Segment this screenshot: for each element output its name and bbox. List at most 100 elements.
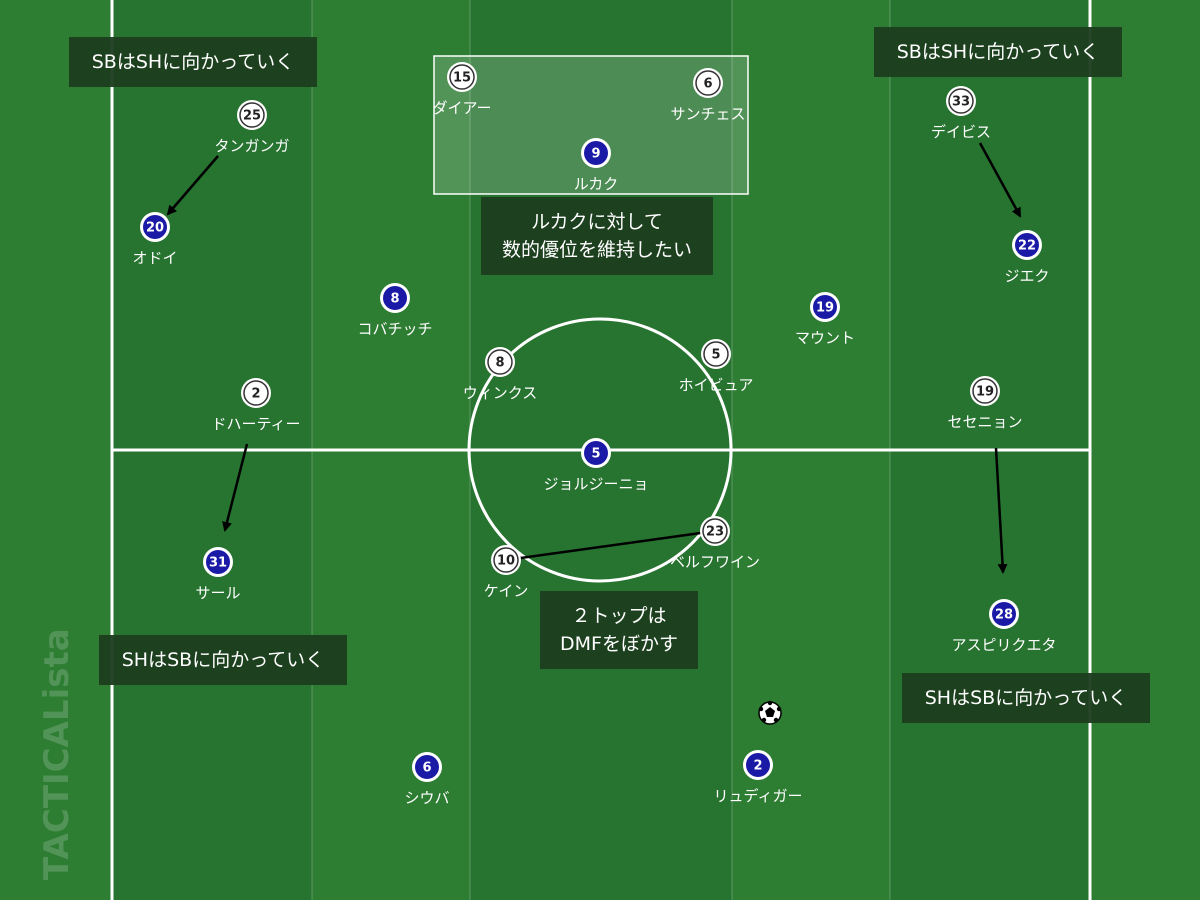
player-number: 33 [952,95,970,110]
note-text: SHはSBに向かっていく [925,687,1128,709]
player-odoi: 20 オドイ [132,212,178,267]
player-number: 9 [591,147,600,162]
player-number: 31 [209,556,227,571]
note-text: ２トップは [571,605,666,627]
player-name: デイビス [931,123,991,141]
player-ziyech: 22 ジエク [1004,230,1050,285]
player-marker [948,88,974,114]
player-number: 8 [495,356,504,371]
player-name: ウィンクス [463,384,538,402]
player-rudiger: 2 リュディガー [714,750,803,805]
player-name: アスピリクエタ [951,636,1056,654]
player-name: ジエク [1004,267,1049,285]
player-marker [703,341,729,367]
ball-icon [758,700,782,725]
pitch-stripe [0,0,112,900]
center-circle [467,317,733,583]
player-marker [239,102,265,128]
note-sb-to-sh-right: SBはSHに向かっていく [874,27,1122,77]
player-marker [584,141,608,165]
ball-patch [773,717,779,723]
player-bergwijn: 23 ベルフワイン [670,516,760,571]
player-dier: 15 ダイアー [432,62,492,117]
player-azpilicueta: 28 アスピリクエタ [951,599,1057,654]
note-text: 数的優位を維持したい [502,239,692,261]
player-name: タンガンガ [214,137,289,155]
player-name: コバチッチ [357,320,432,338]
player-marker [383,286,407,310]
player-number: 2 [753,759,762,774]
note-sh-to-sb-left: SHはSBに向かっていく [99,635,347,685]
player-marker [487,349,513,375]
player-name: ドハーティー [211,415,300,433]
arrow-doherty-to-alonso [222,443,249,532]
player-number: 10 [497,554,515,569]
ball-patch [765,707,775,717]
note-text: ルカクに対して [531,211,663,233]
note-text: SHはSBに向かっていく [122,649,325,671]
player-marker [143,215,167,239]
player-tanganga: 25 タンガンガ [214,100,290,155]
note-box [69,37,317,87]
ball-patch [758,706,764,712]
arrow-tanganga-to-odoi [166,155,219,216]
note-sb-to-sh-left: SBはSHに向かっていく [69,37,317,87]
ball-patch [767,700,773,706]
player-number: 8 [390,292,399,307]
player-number: 23 [706,525,724,540]
line-kane-bergwijn-link [505,529,716,562]
player-name: マウント [795,329,855,347]
player-name: サンチェス [670,105,745,123]
player-marker [992,602,1016,626]
player-number: 6 [703,77,712,92]
player-marker [415,755,439,779]
player-name: リュディガー [714,787,803,805]
player-number: 25 [243,109,261,124]
player-marker [584,441,608,465]
player-name: ケイン [484,582,529,600]
player-marker [206,550,230,574]
player-name: ダイアー [432,99,491,117]
player-number: 22 [1018,239,1036,254]
note-box [481,197,713,275]
player-number: 2 [251,387,260,402]
player-marker [493,547,519,573]
player-name: オドイ [132,249,177,267]
player-number: 5 [591,447,600,462]
ball-patch [776,706,782,712]
player-sessegnon: 19 セセニョン [947,376,1023,431]
players: 15ダイアー6サンチェス9ルカク25タンガンガ20オドイ33デイビス22ジエク8… [132,62,1057,807]
player-name: ルカク [574,175,619,193]
player-marker [449,64,475,90]
pitch-stripe [1090,0,1200,900]
player-winks: 8 ウィンクス [463,347,538,402]
player-name: ホイビュア [679,376,754,394]
note-box [99,635,347,685]
note-text: SBはSHに向かっていく [897,41,1100,63]
player-lukaku: 9 ルカク [574,138,619,193]
note-sh-to-sb-right: SHはSBに向かっていく [902,673,1150,723]
arrow-davies-to-ziyech [978,142,1022,218]
player-marker [813,295,837,319]
arrow-sessegnon-to-azpilicueta [994,447,1008,574]
note-box [902,673,1150,723]
player-number: 28 [995,608,1013,623]
player-number: 20 [146,221,164,236]
player-name: セセニョン [947,413,1022,431]
note-box [874,27,1122,77]
player-doherty: 2 ドハーティー [211,378,301,433]
ball-patch [761,717,767,723]
player-kovacic: 8 コバチッチ [357,283,433,338]
player-number: 6 [422,761,431,776]
player-number: 5 [711,348,720,363]
player-name: ベルフワイン [670,553,760,571]
player-number: 15 [453,71,471,86]
annotation-notes: SBはSHに向かっていく SBはSHに向かっていくルカクに対して数的優位を維持した… [69,27,1150,723]
player-number: 19 [976,385,994,400]
